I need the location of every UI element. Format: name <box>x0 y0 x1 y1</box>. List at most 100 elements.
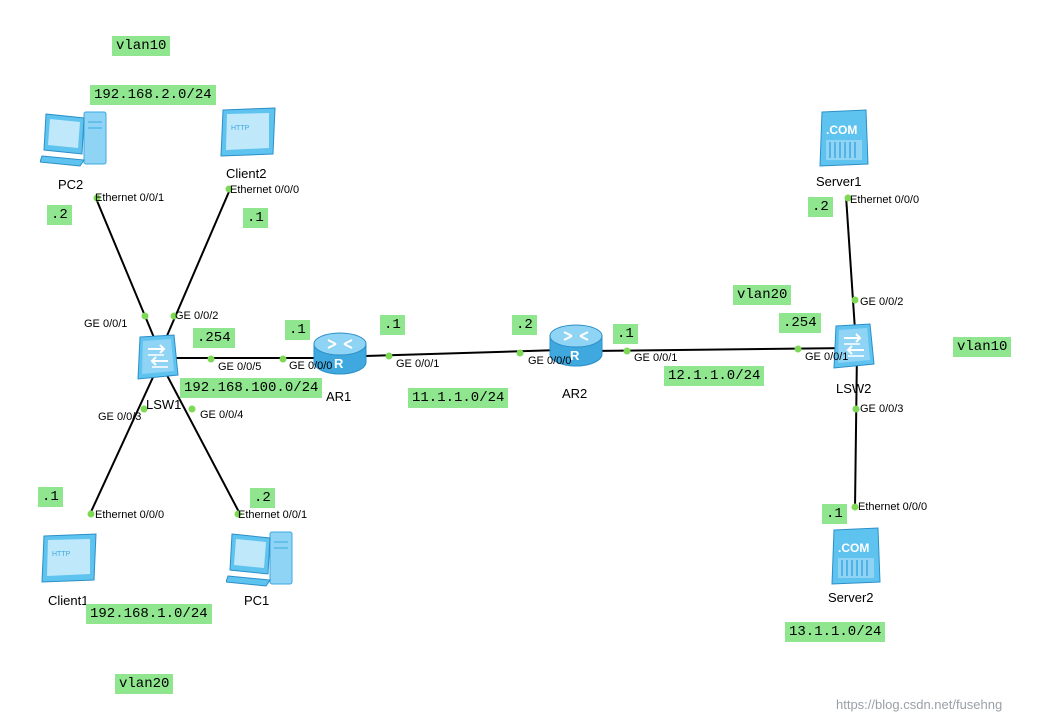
pc1-ip-label: .2 <box>250 488 275 508</box>
lsw1-label: LSW1 <box>146 397 182 412</box>
pc2-label: PC2 <box>58 177 84 192</box>
server1-device[interactable]: .COM <box>818 108 870 168</box>
lsw1-ip-label: .254 <box>193 328 235 348</box>
server2-label: Server2 <box>828 590 874 605</box>
router-icon: R <box>549 324 603 367</box>
port-dot-lsw1-g3 <box>140 405 148 413</box>
link-lsw2-server2 <box>854 349 858 509</box>
ar1-ip-left-label: .1 <box>285 320 310 340</box>
port-label-lsw1-g2: GE 0/0/2 <box>175 310 219 322</box>
ar1-device[interactable]: R <box>310 330 370 376</box>
port-dot-ar2-g1 <box>623 347 631 355</box>
http-text: HTTP <box>231 125 250 132</box>
port-dot-pc1 <box>234 510 242 518</box>
port-dot-lsw2-g2 <box>851 296 859 304</box>
client2-ip-label: .1 <box>243 208 268 228</box>
server2-ip-label: .1 <box>822 504 847 524</box>
port-label-ar2-g0: GE 0/0/0 <box>528 355 572 367</box>
watermark: https://blog.csdn.net/fusehng <box>836 697 1003 712</box>
links <box>89 186 858 515</box>
lsw1-device[interactable] <box>134 333 182 381</box>
pc1-device[interactable] <box>225 528 296 590</box>
network-12-label: 12.1.1.0/24 <box>664 366 765 386</box>
network-192-168-100-label: 192.168.100.0/24 <box>180 378 323 398</box>
network-13-label: 13.1.1.0/24 <box>785 622 886 642</box>
link-pc2-lsw1 <box>94 195 161 353</box>
port-dot-server1 <box>844 194 852 202</box>
com-text: .COM <box>838 541 869 555</box>
svg-text:R: R <box>570 348 580 363</box>
pc-monitor-icon <box>225 531 293 587</box>
server2-device[interactable]: .COM <box>830 526 882 586</box>
port-dot-lsw1-g1 <box>141 312 149 320</box>
port-label-client2-eth: Ethernet 0/0/0 <box>230 184 300 196</box>
vlan20-label-left: vlan20 <box>115 674 174 694</box>
pc2-device[interactable] <box>39 108 110 170</box>
http-text: HTTP <box>52 551 71 558</box>
port-dot-client1 <box>87 510 95 518</box>
pc1-label: PC1 <box>244 593 270 608</box>
server1-label: Server1 <box>816 174 862 189</box>
com-text: .COM <box>826 123 857 137</box>
port-dot-lsw2-g3 <box>852 405 860 413</box>
vlan10-label-right: vlan10 <box>953 337 1012 357</box>
ar2-label: AR2 <box>562 386 588 401</box>
link-client2-lsw1 <box>159 186 232 353</box>
switch-icon <box>137 334 179 380</box>
client1-label: Client1 <box>48 593 89 608</box>
port-label-pc2-eth: Ethernet 0/0/1 <box>95 192 165 204</box>
http-client-icon: HTTP <box>220 107 276 157</box>
port-dot-lsw1-g5 <box>207 355 215 363</box>
port-label-lsw1-g5: GE 0/0/5 <box>218 361 262 373</box>
http-client-icon: HTTP <box>41 533 97 583</box>
port-dot-lsw1-g2 <box>170 312 178 320</box>
link-ar1-ar2 <box>364 349 561 357</box>
port-label-lsw2-g3: GE 0/0/3 <box>860 403 904 415</box>
ar2-ip-left-label: .2 <box>512 315 537 335</box>
link-server1-lsw2 <box>845 195 857 346</box>
port-label-lsw2-g2: GE 0/0/2 <box>860 296 904 308</box>
port-dot-client2 <box>225 185 233 193</box>
port-label-server2-eth: Ethernet 0/0/0 <box>858 501 928 513</box>
port-dot-server2 <box>851 503 859 511</box>
link-ar2-lsw2 <box>589 347 853 352</box>
server1-ip-label: .2 <box>808 197 833 217</box>
lsw2-ip-label: .254 <box>779 313 821 333</box>
pc-monitor-icon <box>39 111 107 167</box>
ar1-label: AR1 <box>326 389 352 404</box>
port-label-ar2-g1: GE 0/0/1 <box>634 352 678 364</box>
port-label-pc1-eth: Ethernet 0/0/1 <box>238 509 308 521</box>
port-dot-lsw2-g1 <box>794 345 802 353</box>
port-dot-ar1-g1 <box>385 352 393 360</box>
port-dot-ar1-g0 <box>279 355 287 363</box>
port-dot-lsw1-g4 <box>188 405 196 413</box>
ar1-ip-right-label: .1 <box>380 315 405 335</box>
lsw2-label: LSW2 <box>836 381 872 396</box>
router-icon: R <box>313 332 367 375</box>
port-label-lsw1-g3: GE 0/0/3 <box>98 411 142 423</box>
client1-ip-label: .1 <box>38 487 63 507</box>
network-192-168-1-label: 192.168.1.0/24 <box>86 604 212 624</box>
com-server-icon: .COM <box>819 109 869 167</box>
vlan20-label-right: vlan20 <box>733 285 792 305</box>
svg-text:R: R <box>334 356 344 371</box>
port-dots <box>87 185 860 518</box>
client2-device[interactable]: HTTP <box>219 106 279 158</box>
port-label-ar1-g1: GE 0/0/1 <box>396 358 440 370</box>
ar2-ip-right-label: .1 <box>613 324 638 344</box>
port-label-client1-eth: Ethernet 0/0/0 <box>95 509 165 521</box>
port-dot-pc2 <box>93 194 101 202</box>
lsw2-device[interactable] <box>830 322 878 370</box>
switch-icon <box>833 323 875 369</box>
client1-device[interactable]: HTTP <box>40 532 100 584</box>
port-label-ar1-g0: GE 0/0/0 <box>289 360 333 372</box>
port-dot-ar2-g0 <box>516 349 524 357</box>
port-label-lsw1-g4: GE 0/0/4 <box>200 409 244 421</box>
network-11-label: 11.1.1.0/24 <box>408 388 509 408</box>
pc2-ip-label: .2 <box>47 205 72 225</box>
vlan10-label-left: vlan10 <box>112 36 171 56</box>
network-192-168-2-label: 192.168.2.0/24 <box>90 85 216 105</box>
port-label-lsw1-g1: GE 0/0/1 <box>84 318 128 330</box>
ar2-device[interactable]: R <box>546 322 606 368</box>
